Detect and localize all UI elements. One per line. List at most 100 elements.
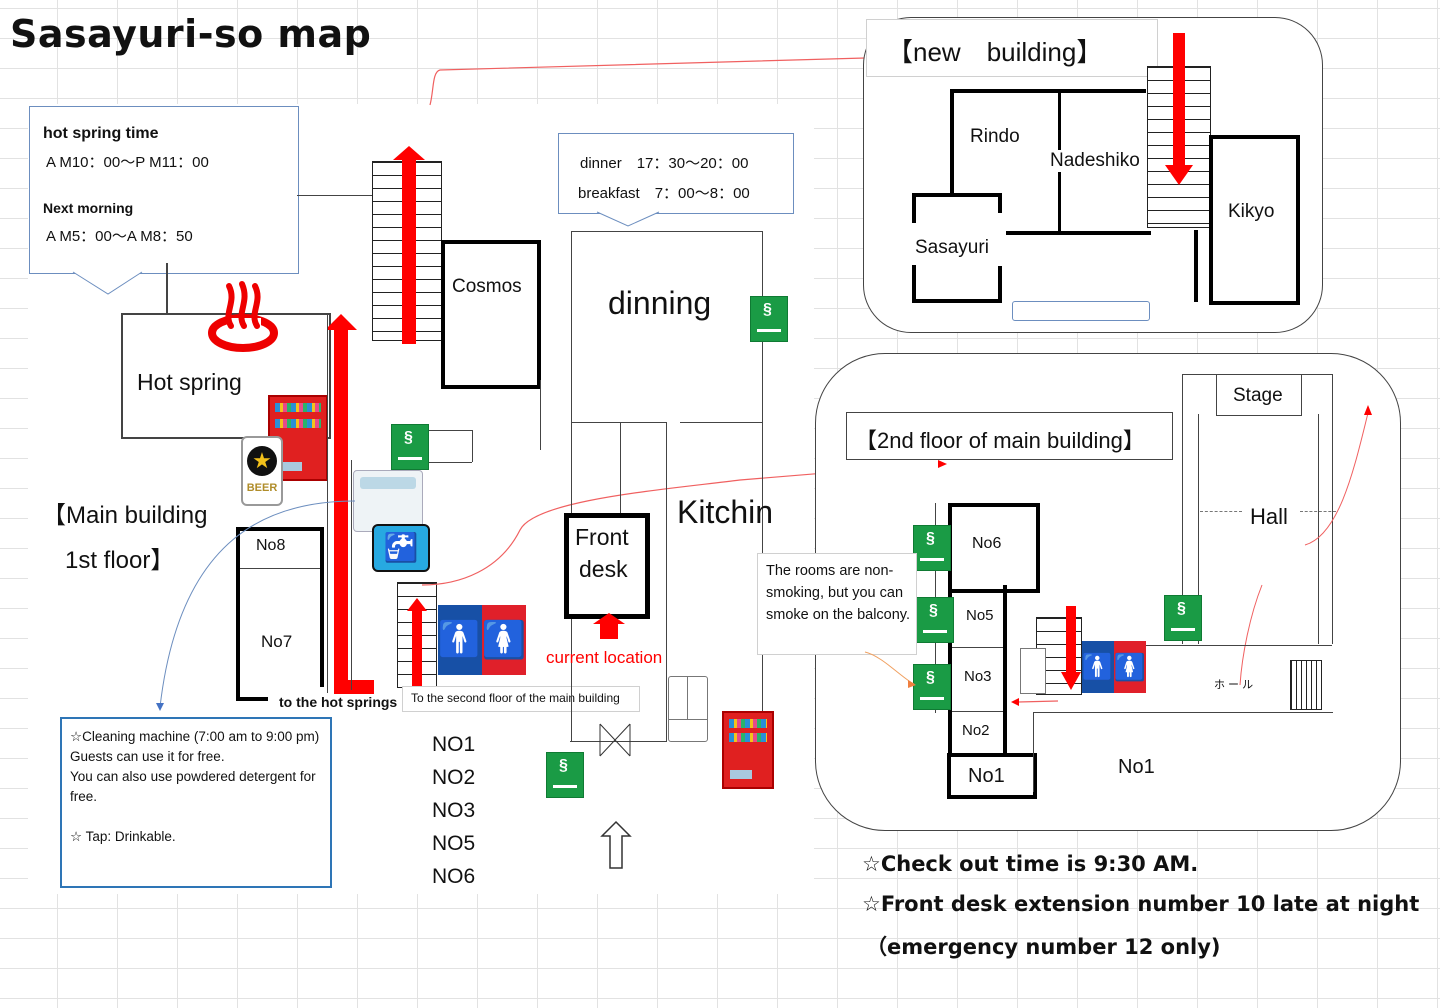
page-title: Sasayuri-so map <box>10 12 372 56</box>
wall <box>912 299 1002 303</box>
wall-line <box>327 313 328 693</box>
dashed-line <box>1200 511 1242 512</box>
smoking-area-icon: § <box>1164 595 1202 641</box>
smoking-area-icon: § <box>913 525 951 571</box>
extension-note: ☆Front desk extension number 10 late at … <box>862 892 1420 916</box>
arrow-to-hot-springs <box>328 314 374 694</box>
hall-label[interactable]: Hall <box>1250 504 1288 529</box>
room-no1-large-label[interactable]: No1 <box>1118 756 1155 778</box>
dinning-label: dinning <box>608 285 712 321</box>
wall-line <box>620 422 621 522</box>
wall <box>998 266 1002 303</box>
wall-line <box>297 195 372 196</box>
entrance-box <box>1012 301 1150 321</box>
emergency-note: （emergency number 12 only) <box>866 935 1221 959</box>
restroom-icon: 🚹 🚺 <box>1082 641 1146 693</box>
main-building-label-line1: 【Main building <box>42 502 208 529</box>
second-floor-label-box: 【2nd floor of main building】 <box>846 412 1173 460</box>
connector-line-cleaning <box>156 500 356 711</box>
connector-line-balcony <box>864 651 916 688</box>
wall-line <box>472 430 473 462</box>
wall-line <box>400 430 472 431</box>
room-no5-label[interactable]: No5 <box>966 607 994 624</box>
wall <box>950 89 1146 93</box>
room-list-item: NO1 <box>432 733 476 756</box>
hot-spring-label: Hot spring <box>137 369 242 395</box>
callout-pointer <box>72 271 143 295</box>
cosmos-label: Cosmos <box>452 276 522 297</box>
wall-line <box>1145 645 1332 646</box>
to-second-floor-note: To the second floor of the main building <box>402 686 640 712</box>
main-building-label-line2: 1st floor】 <box>65 547 175 574</box>
wall-line <box>1198 414 1199 644</box>
front-desk[interactable]: Front desk <box>564 513 650 619</box>
beer-can-icon: ★ BEER <box>241 436 283 506</box>
wall <box>320 527 324 687</box>
wall <box>236 527 240 701</box>
hall-japanese-label: ホ ー ル <box>1214 679 1254 691</box>
wall <box>950 89 954 195</box>
drinkable-tap-icon: 🚰 <box>372 524 430 572</box>
onsen-icon <box>208 281 278 352</box>
wall-line <box>1182 374 1183 644</box>
entrance-door-icon <box>599 723 631 757</box>
room-kikyo[interactable] <box>1209 135 1300 305</box>
room-sasayuri-label[interactable]: Sasayuri <box>915 237 989 258</box>
room-list-item: NO2 <box>432 766 476 789</box>
wall-line <box>240 568 320 569</box>
hot-spring-time-evening: A M10：00～P M11：00 <box>46 154 209 171</box>
new-building-label-box: 【new building】 <box>866 19 1158 77</box>
room-no6-label: No6 <box>972 535 1002 552</box>
room-no8-label: No8 <box>256 537 286 554</box>
checkout-note: ☆Check out time is 9:30 AM. <box>862 852 1199 876</box>
smoking-area-icon: § <box>916 597 954 643</box>
arrow-up-to-second-floor <box>407 598 427 686</box>
wall <box>1006 231 1151 235</box>
smoking-area-icon: § <box>913 664 951 710</box>
wall <box>912 193 1002 197</box>
front-desk-label-1: Front <box>575 524 629 550</box>
wall-line <box>1332 374 1333 644</box>
wall-line <box>540 380 541 450</box>
stairs-small <box>1290 660 1322 710</box>
stage-area[interactable]: Stage <box>1216 374 1302 416</box>
cleaning-note-line: You can also use powdered detergent for … <box>70 769 316 804</box>
room-rindo-label[interactable]: Rindo <box>970 126 1020 147</box>
wall <box>1003 585 1007 755</box>
wall-line <box>1318 414 1319 644</box>
meal-time-callout: dinner 17：30～20：00 breakfast 7：00～8：00 <box>558 133 794 214</box>
callout-pointer <box>596 211 660 227</box>
smoking-area-icon: § <box>391 424 429 470</box>
cleaning-note-line: ☆Cleaning machine (7:00 am to 9:00 pm) <box>70 729 320 744</box>
room-list-item: NO5 <box>432 832 476 855</box>
wall-line <box>571 422 666 423</box>
wall <box>912 265 916 303</box>
to-hot-springs-label: to the hot springs <box>279 694 398 710</box>
cleaning-note-line: Guests can use it for free. <box>70 749 225 764</box>
room-kikyo-label[interactable]: Kikyo <box>1228 201 1275 222</box>
wall-line <box>571 231 572 741</box>
room-nadeshiko-label[interactable]: Nadeshiko <box>1050 150 1140 172</box>
washing-machine-icon <box>353 470 423 532</box>
room-no6[interactable]: No6 <box>948 503 1040 593</box>
wall <box>998 193 1002 213</box>
wall-line <box>952 647 1003 648</box>
room-no3-label[interactable]: No3 <box>964 668 992 685</box>
room-cosmos[interactable]: Cosmos <box>441 240 541 389</box>
room-no1-small[interactable]: No1 <box>947 753 1037 799</box>
smoking-note: The rooms are non-smoking, but you can s… <box>757 553 917 655</box>
wall-line <box>570 741 666 742</box>
wall <box>236 697 268 701</box>
hot-spring-time-heading: hot spring time <box>43 125 159 142</box>
wall-line <box>571 231 763 232</box>
corridor-arrow <box>1011 698 1059 706</box>
room-no2-label[interactable]: No2 <box>962 722 990 739</box>
refrigerator-icon <box>668 676 708 742</box>
front-desk-label-2: desk <box>579 556 628 582</box>
smoking-note-text: The rooms are non-smoking, but you can s… <box>766 563 911 623</box>
wall <box>912 193 916 223</box>
breakfast-time: breakfast 7：00～8：00 <box>578 185 750 202</box>
arrow-down-second-floor <box>1061 606 1081 690</box>
room-list-item: NO6 <box>432 865 476 888</box>
wall-line <box>762 231 763 741</box>
